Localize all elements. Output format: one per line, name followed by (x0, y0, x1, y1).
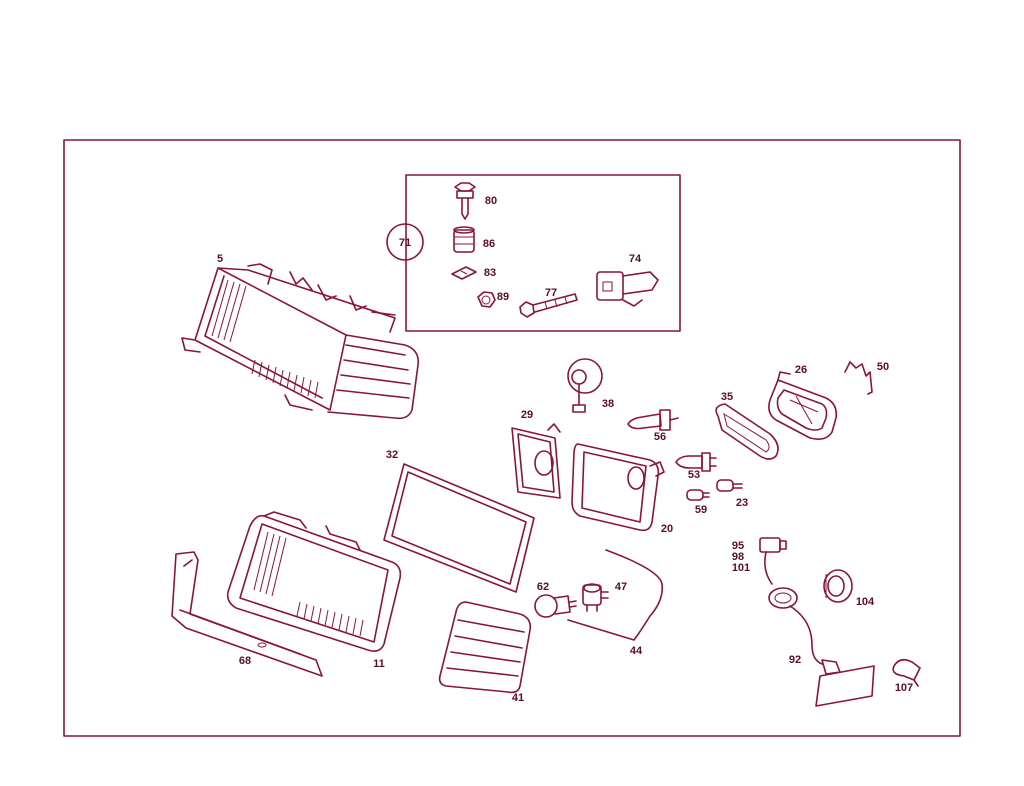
callout-53: 53 (688, 469, 700, 481)
diagram-frame (63, 139, 961, 737)
part-77-bolt[interactable] (519, 293, 578, 318)
part-92-side-marker-lamp[interactable] (768, 587, 875, 707)
part-53-bulb[interactable] (675, 452, 717, 472)
callout-56: 56 (654, 431, 666, 443)
part-68-trim-strip[interactable] (171, 551, 323, 677)
group-71-circle (386, 223, 424, 261)
part-11-headlamp-lens[interactable] (226, 511, 402, 652)
callout-47: 47 (615, 581, 627, 593)
part-62-bulb[interactable] (534, 594, 577, 618)
part-89-nut[interactable] (477, 291, 496, 308)
part-47-bulb-socket[interactable] (582, 583, 609, 612)
part-107-bulb[interactable] (892, 658, 921, 687)
part-95-98-101-connector[interactable] (759, 537, 787, 585)
callout-95: 95 (732, 540, 744, 552)
part-26-fog-lamp[interactable] (768, 371, 838, 440)
part-44-seal-strip[interactable] (567, 549, 664, 641)
callout-59: 59 (695, 504, 707, 516)
callout-11: 11 (373, 658, 385, 670)
part-56-bulb[interactable] (627, 409, 679, 431)
part-5-headlamp-assembly[interactable] (181, 263, 420, 420)
callout-29: 29 (521, 409, 533, 421)
callout-101: 101 (732, 562, 750, 574)
callout-86: 86 (483, 238, 495, 250)
fastener-group-box (405, 174, 681, 332)
callout-32: 32 (386, 449, 398, 461)
callout-50: 50 (877, 361, 889, 373)
callout-20: 20 (661, 523, 673, 535)
part-83-nut[interactable] (451, 266, 477, 280)
callout-74: 74 (629, 253, 642, 265)
callout-44: 44 (630, 645, 643, 657)
part-20-headlight-reflector[interactable] (571, 443, 665, 532)
callout-71: 71 (399, 237, 411, 249)
callout-26: 26 (795, 364, 807, 376)
part-104-grommet[interactable] (823, 569, 853, 603)
callout-77: 77 (545, 287, 557, 299)
part-35-gasket[interactable] (715, 403, 779, 460)
callout-38: 38 (602, 398, 614, 410)
part-41-indicator-lens[interactable] (438, 601, 532, 694)
callout-98: 98 (732, 551, 744, 563)
callout-68: 68 (239, 655, 251, 667)
part-80-screw[interactable] (454, 182, 476, 220)
callout-62: 62 (537, 581, 549, 593)
callout-83: 83 (484, 267, 496, 279)
part-59-bulb[interactable] (686, 489, 710, 501)
callout-35: 35 (721, 391, 733, 403)
part-50-spring-clip[interactable] (844, 361, 873, 395)
part-38-bulb-holder[interactable] (567, 358, 603, 413)
callout-23: 23 (736, 497, 748, 509)
callout-107: 107 (895, 682, 913, 694)
callout-41: 41 (512, 692, 524, 704)
part-23-bulb[interactable] (716, 479, 743, 492)
part-86-clip[interactable] (453, 226, 475, 253)
callout-104: 104 (856, 596, 875, 608)
part-32-lens-frame[interactable] (383, 463, 535, 593)
callout-89: 89 (497, 291, 509, 303)
callout-92: 92 (789, 654, 801, 666)
part-29-reflector-housing[interactable] (511, 423, 561, 499)
part-74-bracket[interactable] (596, 271, 659, 307)
callout-5: 5 (217, 253, 223, 265)
callout-80: 80 (485, 195, 497, 207)
